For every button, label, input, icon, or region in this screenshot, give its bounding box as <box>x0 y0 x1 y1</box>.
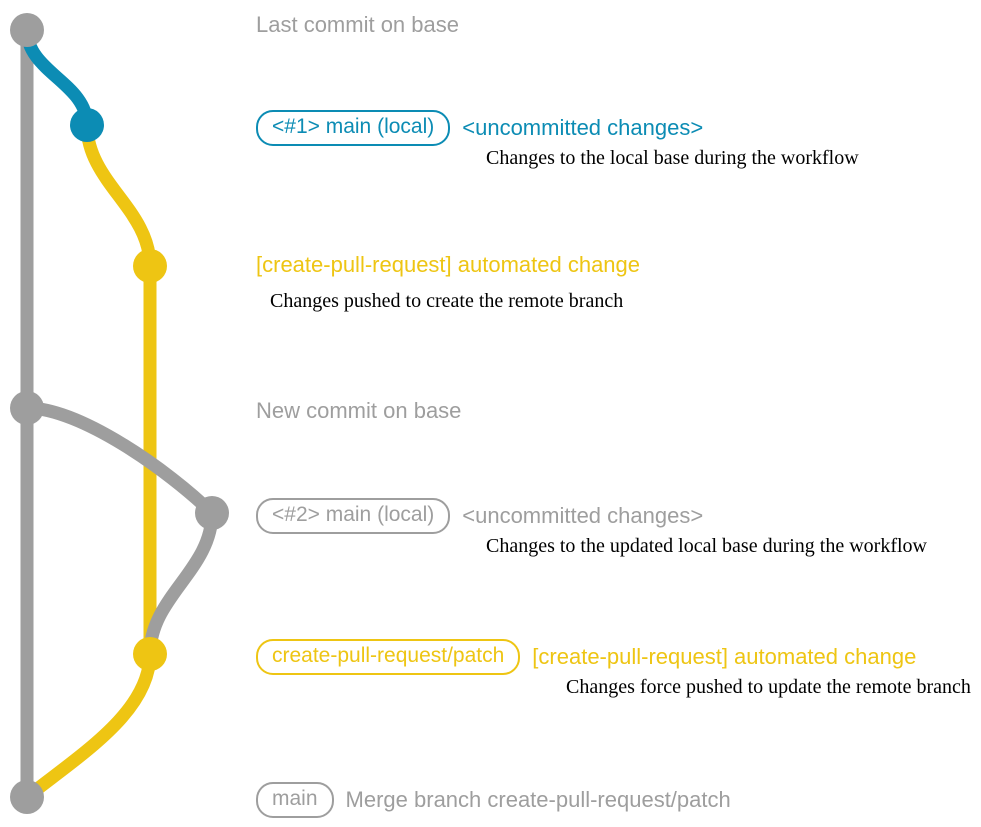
commit-row-local-2: <#2> main (local) <uncommitted changes> <box>256 498 703 534</box>
ref-pill-main-local-1[interactable]: <#1> main (local) <box>256 110 451 146</box>
ref-pill-main-local-2[interactable]: <#2> main (local) <box>256 498 451 534</box>
edge-local2-to-remote2 <box>143 506 219 661</box>
commit-node-base-new <box>10 391 44 425</box>
commit-row-remote-create: [create-pull-request] automated change <box>256 253 640 277</box>
edge-local1-to-remote1 <box>80 118 157 273</box>
commit-description-local-2: Changes to the updated local base during… <box>486 534 927 558</box>
edge-remote2-to-merge <box>20 647 157 804</box>
description-text: Changes pushed to create the remote bran… <box>270 290 624 312</box>
commit-node-merge-main <box>10 780 44 814</box>
edge-base2-to-local2 <box>20 401 219 520</box>
commit-node-base-last <box>10 13 44 47</box>
commit-subject-local-1: <uncommitted changes> <box>462 115 704 140</box>
commit-description-local-1: Changes to the local base during the wor… <box>486 146 859 170</box>
commit-subject-local-2: <uncommitted changes> <box>462 503 704 528</box>
commit-subject-merge-main: Merge branch create-pull-request/patch <box>345 787 731 812</box>
commit-description-remote-update: Changes force pushed to update the remot… <box>566 675 971 699</box>
ref-pill-create-pull-request-patch[interactable]: create-pull-request/patch <box>256 639 521 675</box>
commit-node-local-2 <box>195 496 229 530</box>
description-text: Changes to the local base during the wor… <box>486 147 859 169</box>
commit-nodes <box>10 13 229 814</box>
commit-row-local-1: <#1> main (local) <uncommitted changes> <box>256 110 703 146</box>
commit-node-remote-1 <box>133 249 167 283</box>
commit-subject-remote-create: [create-pull-request] automated change <box>256 252 641 277</box>
commit-description-remote-create: Changes pushed to create the remote bran… <box>270 289 623 313</box>
description-text: Changes to the updated local base during… <box>486 535 927 557</box>
commit-row-merge-main: main Merge branch create-pull-request/pat… <box>256 782 731 818</box>
ref-pill-main[interactable]: main <box>256 782 334 818</box>
heading-new-commit-on-base: New commit on base <box>256 398 461 424</box>
commit-subject-remote-update: [create-pull-request] automated change <box>532 644 917 669</box>
commit-node-remote-2 <box>133 637 167 671</box>
heading-label: Last commit on base <box>256 12 459 37</box>
description-text: Changes force pushed to update the remot… <box>566 676 971 698</box>
commit-node-local-1 <box>70 108 104 142</box>
heading-label: New commit on base <box>256 398 462 423</box>
heading-last-commit-on-base: Last commit on base <box>256 12 459 38</box>
commit-row-remote-update: create-pull-request/patch [create-pull-re… <box>256 639 916 675</box>
